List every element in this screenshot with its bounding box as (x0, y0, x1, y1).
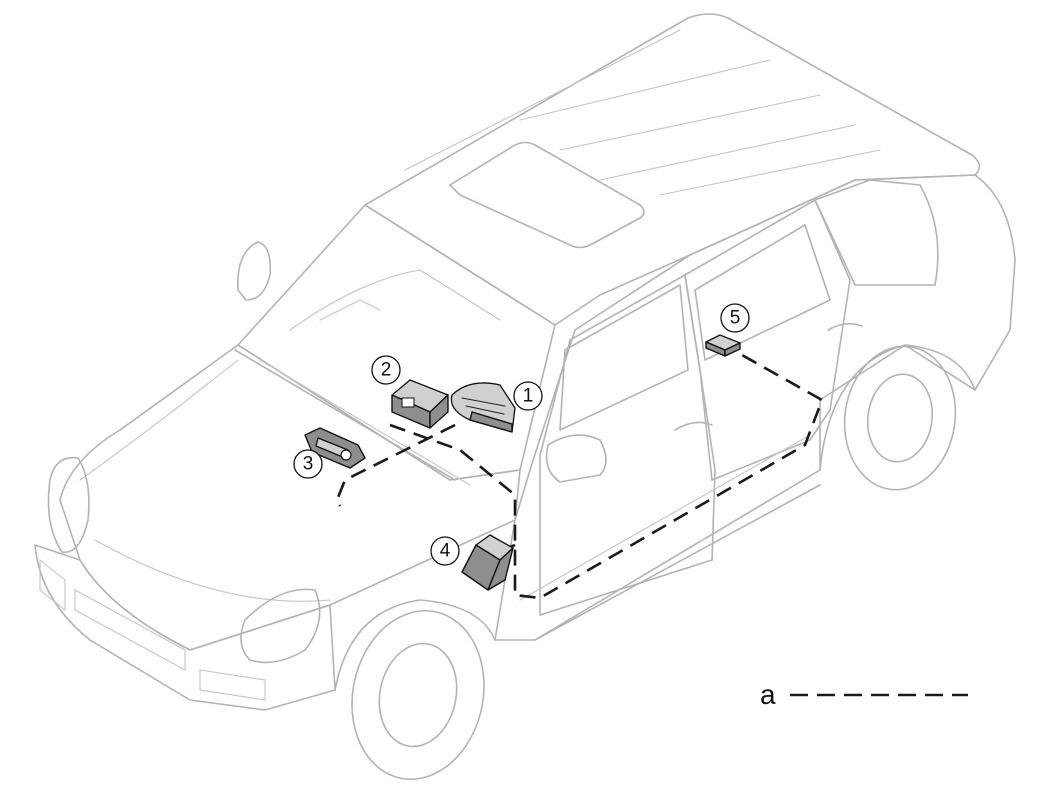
callout-4: 4 (430, 536, 460, 566)
car-wheel-front (351, 609, 485, 781)
car-rear-window (694, 224, 831, 361)
component-5-sensor (705, 334, 741, 357)
callout-4-label: 4 (440, 541, 451, 562)
callout-5-label: 5 (730, 308, 741, 329)
car-front-bumper (34, 544, 336, 711)
component-2-control-unit (391, 379, 449, 429)
callout-3: 3 (293, 449, 323, 479)
callout-1-label: 1 (523, 386, 534, 407)
component-4-control-unit (461, 534, 514, 591)
car-sunroof (449, 141, 645, 249)
callout-2-label: 2 (381, 360, 392, 381)
car-roof (364, 13, 981, 326)
car-front-door (539, 274, 716, 616)
callout-5: 5 (720, 303, 750, 333)
car-wheel-rear (843, 345, 957, 491)
car-hood (59, 344, 521, 651)
car-headlight-right (240, 588, 321, 664)
car-windshield (237, 204, 556, 481)
car-mirror-right (545, 434, 607, 483)
car-outline (34, 13, 1016, 781)
car-headlight-left (47, 456, 90, 553)
component-1-instrument-cluster (450, 382, 516, 433)
bus-line-branch (335, 423, 456, 507)
legend-letter: a (760, 679, 776, 710)
legend: a (760, 679, 968, 710)
car-front-window (559, 284, 689, 431)
component-3-steering-column-module (304, 427, 366, 469)
car-rear-door (684, 199, 851, 481)
callout-1: 1 (513, 381, 543, 411)
callout-3-label: 3 (303, 454, 314, 475)
car-side-body (494, 174, 1016, 641)
bus-line-main (389, 353, 824, 600)
car-mirror-left (237, 241, 272, 301)
callout-2: 2 (371, 355, 401, 385)
car-quarter-window (814, 179, 939, 286)
